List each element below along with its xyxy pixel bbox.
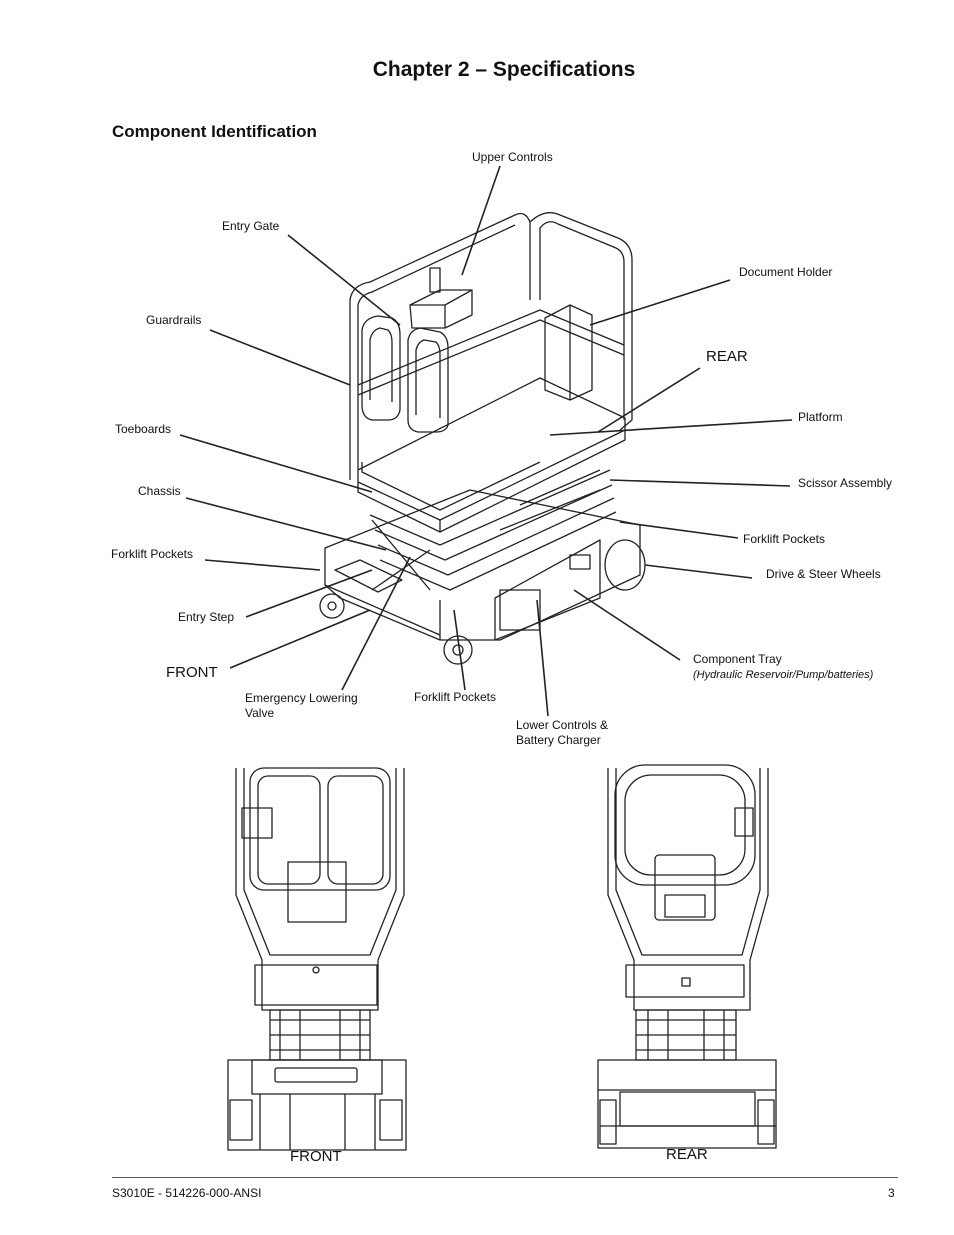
front-view-caption: FRONT: [290, 1148, 342, 1165]
chassis: [324, 489, 641, 641]
footer-doc-id: S3010E - 514226-000-ANSI: [112, 1186, 262, 1200]
label-emergency-lowering-2: Valve: [245, 706, 275, 720]
label-toeboards: Toeboards: [115, 422, 172, 436]
label-lower-controls-2: Battery Charger: [516, 733, 601, 747]
front-view: [227, 767, 407, 1151]
label-upper-controls: Upper Controls: [472, 150, 553, 164]
rear-view-caption: REAR: [666, 1146, 708, 1163]
label-forklift-pockets-bottom: Forklift Pockets: [414, 690, 497, 704]
label-forklift-pockets-left: Forklift Pockets: [111, 547, 194, 561]
label-drive-steer-wheels: Drive & Steer Wheels: [766, 567, 881, 581]
label-lower-controls-1: Lower Controls &: [516, 718, 609, 732]
label-platform: Platform: [798, 410, 843, 424]
section-title: Component Identification: [112, 122, 317, 141]
label-component-tray: Component Tray: [693, 652, 782, 666]
chapter-title: Chapter 2 – Specifications: [372, 58, 636, 81]
label-front: FRONT: [166, 664, 218, 681]
label-component-tray-note: (Hydraulic Reservoir/Pump/batteries): [693, 669, 874, 681]
label-scissor-assembly: Scissor Assembly: [798, 476, 893, 490]
footer-divider: [112, 1177, 898, 1178]
platform-deck: [357, 377, 626, 521]
label-rear: REAR: [706, 348, 748, 365]
guardrail-outline: [349, 212, 633, 480]
rear-view: [597, 764, 777, 1149]
label-guardrails: Guardrails: [146, 313, 202, 327]
page-number: 3: [888, 1186, 895, 1200]
label-chassis: Chassis: [138, 484, 181, 498]
label-document-holder: Document Holder: [739, 265, 833, 279]
scissor-assembly: [369, 469, 617, 591]
label-entry-step: Entry Step: [178, 610, 235, 624]
label-forklift-pockets-right: Forklift Pockets: [743, 532, 826, 546]
label-emergency-lowering-1: Emergency Lowering: [245, 691, 358, 705]
label-entry-gate: Entry Gate: [222, 219, 280, 233]
